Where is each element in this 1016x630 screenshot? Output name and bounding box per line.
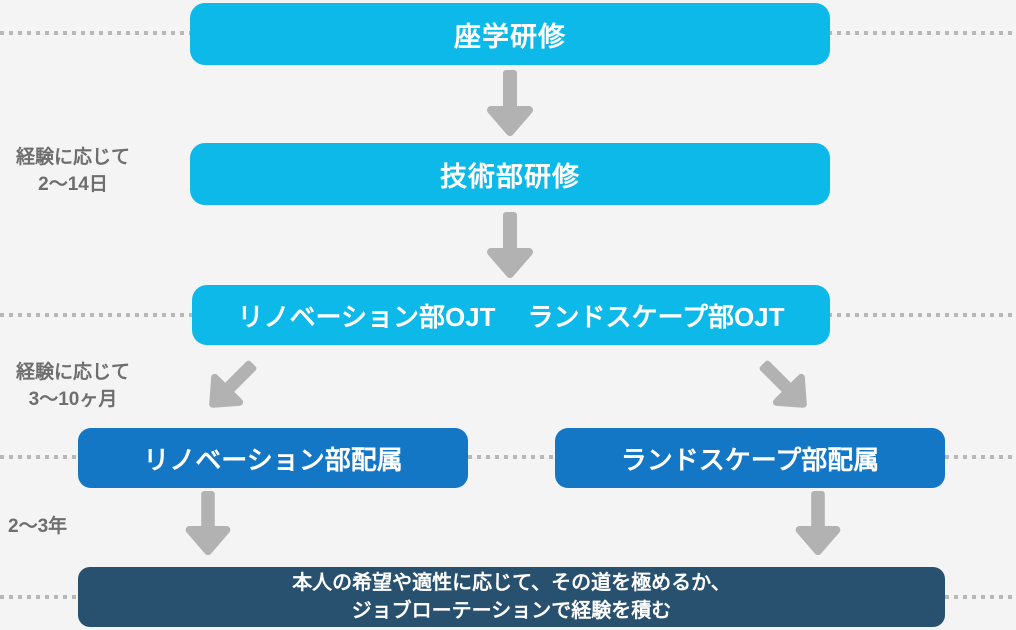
step-box-technical-dept-training: 技術部研修 xyxy=(190,143,830,205)
step-box-ojt: リノベーション部OJT ランドスケープ部OJT xyxy=(192,285,830,345)
duration-label-phase1: 経験に応じて 2〜14日 xyxy=(4,144,142,198)
duration-phase2-line2: 3〜10ヶ月 xyxy=(28,389,118,410)
step-label: 技術部研修 xyxy=(440,161,580,192)
step-label-landscape-ojt: ランドスケープ部OJT xyxy=(527,301,785,332)
step-box-classroom-training: 座学研修 xyxy=(190,3,830,65)
arrow-down-left-icon xyxy=(191,346,272,427)
final-step-line1: 本人の希望や適性に応じて、その道を極めるか、 xyxy=(292,572,731,594)
duration-label-phase3: 2〜3年 xyxy=(8,513,67,540)
duration-phase2-line1: 経験に応じて xyxy=(15,362,130,383)
step-box-landscape-assignment: ランドスケープ部配属 xyxy=(555,428,945,488)
step-label: リノベーション部配属 xyxy=(143,444,403,475)
arrow-down-right-icon xyxy=(745,346,826,427)
dotted-separator-phase3 xyxy=(0,455,1016,459)
final-step-box: 本人の希望や適性に応じて、その道を極めるか、 ジョブローテーションで経験を積む xyxy=(78,567,945,627)
arrow-down-icon xyxy=(792,489,844,559)
duration-phase1-line2: 2〜14日 xyxy=(38,174,108,195)
duration-label-phase2: 経験に応じて 3〜10ヶ月 xyxy=(4,359,142,413)
duration-phase1-line1: 経験に応じて xyxy=(15,147,130,168)
arrow-down-icon xyxy=(484,68,536,140)
arrow-down-icon xyxy=(182,489,234,559)
final-step-line2: ジョブローテーションで経験を積む xyxy=(351,600,672,622)
step-box-renovation-assignment: リノベーション部配属 xyxy=(78,428,468,488)
step-label: 座学研修 xyxy=(454,21,566,52)
step-label-renovation-ojt: リノベーション部OJT xyxy=(237,301,496,332)
arrow-down-icon xyxy=(484,210,536,282)
step-label: ランドスケープ部配属 xyxy=(620,444,880,475)
duration-phase3-line1: 2〜3年 xyxy=(8,516,68,537)
